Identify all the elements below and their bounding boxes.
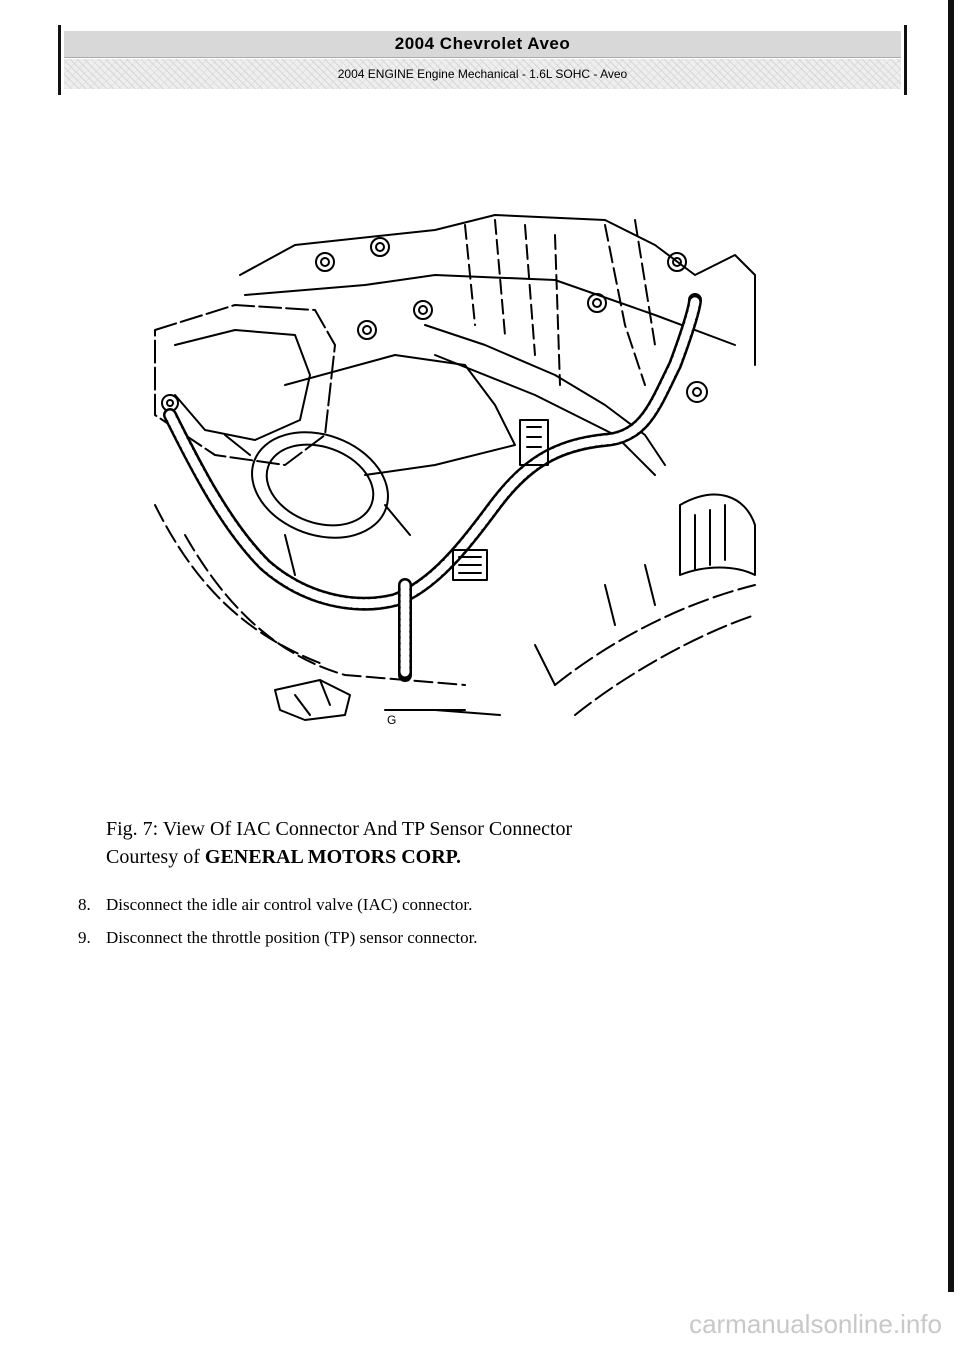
header-rule-right xyxy=(904,25,907,95)
procedure-steps: 8. Disconnect the idle air control valve… xyxy=(78,888,778,954)
figure-label: G xyxy=(387,713,397,727)
iac-connector xyxy=(519,419,549,466)
header-subtitle: 2004 ENGINE Engine Mechanical - 1.6L SOH… xyxy=(64,59,901,89)
document-header: 2004 Chevrolet Aveo 2004 ENGINE Engine M… xyxy=(58,25,907,95)
bolt-3 xyxy=(413,300,433,320)
bolt-2 xyxy=(370,237,390,257)
list-item: 9. Disconnect the throttle position (TP)… xyxy=(78,921,778,954)
caption-courtesy: Courtesy of GENERAL MOTORS CORP. xyxy=(106,843,806,871)
step-text: Disconnect the idle air control valve (I… xyxy=(106,895,473,914)
engine-illustration: G xyxy=(135,205,760,750)
bolt-4 xyxy=(357,320,377,340)
lower-sensor xyxy=(274,679,351,721)
header-title: 2004 Chevrolet Aveo xyxy=(64,31,901,58)
list-item: 8. Disconnect the idle air control valve… xyxy=(78,888,778,921)
courtesy-prefix: Courtesy of xyxy=(106,846,200,868)
tp-sensor-connector xyxy=(452,549,488,581)
bolt-6 xyxy=(667,252,687,272)
step-text: Disconnect the throttle position (TP) se… xyxy=(106,928,478,947)
step-number: 8. xyxy=(78,895,91,914)
header-rule-left xyxy=(58,25,61,95)
bolt-1 xyxy=(315,252,335,272)
caption-title: Fig. 7: View Of IAC Connector And TP Sen… xyxy=(106,818,573,840)
step-number: 9. xyxy=(78,928,91,947)
courtesy-company: GENERAL MOTORS CORP. xyxy=(204,846,462,868)
bolt-7 xyxy=(686,381,708,403)
figure-caption: Fig. 7: View Of IAC Connector And TP Sen… xyxy=(106,815,806,871)
throttle-body xyxy=(224,431,411,576)
site-watermark: carmanualsonline.info xyxy=(689,1309,942,1339)
page-border xyxy=(948,0,954,1292)
